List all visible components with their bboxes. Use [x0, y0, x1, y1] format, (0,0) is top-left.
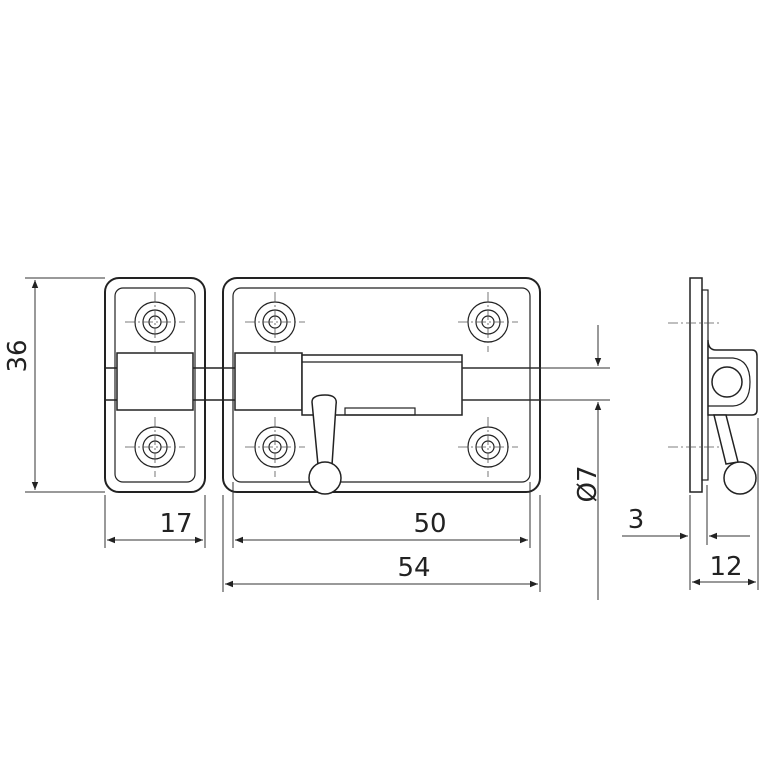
dimension-height: 36 — [3, 277, 105, 493]
dimension-label: 50 — [413, 509, 446, 539]
bolt-handle — [308, 394, 342, 495]
keeper-plate — [104, 277, 206, 493]
dimension-plate-width: 50 — [232, 482, 531, 548]
dimension-label: 36 — [3, 339, 33, 372]
dimension-label: 3 — [628, 505, 645, 535]
dimension-label: 12 — [709, 552, 742, 582]
dimension-depth: 12 — [692, 418, 759, 590]
side-view — [668, 277, 758, 495]
dimension-plate-thickness: 3 — [622, 485, 750, 590]
dimension-overall-width: 54 — [222, 495, 541, 592]
dimension-label: 54 — [397, 553, 430, 583]
dimension-bolt-diameter: Ø7 — [462, 325, 610, 600]
dimension-label: 17 — [159, 509, 192, 539]
bolt-base-plate — [222, 277, 541, 495]
dimension-label: Ø7 — [573, 465, 603, 502]
dimension-keeper-width: 17 — [104, 495, 206, 548]
